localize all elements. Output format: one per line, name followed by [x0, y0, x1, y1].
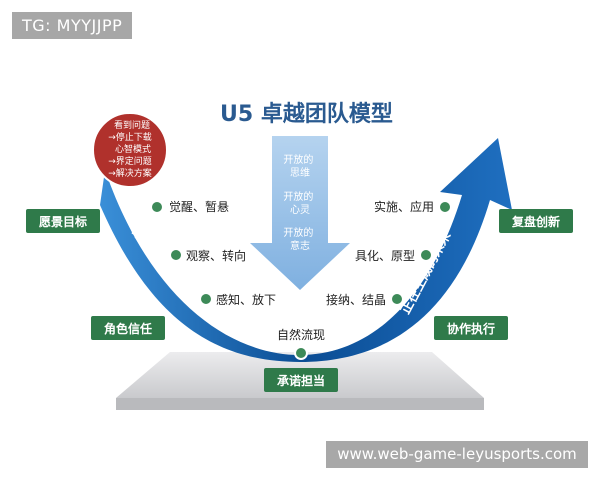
right-node-dot-1 — [438, 200, 452, 214]
right-node-dot-3 — [390, 292, 404, 306]
right-node-dot-2 — [419, 248, 433, 262]
circle-item-1: 看到问题 — [114, 119, 150, 131]
right-node-label-3: 接纳、结晶 — [326, 292, 386, 307]
left-node-dot-3 — [199, 292, 213, 306]
right-node-label-1: 实施、应用 — [374, 199, 434, 214]
circle-item-4: →界定问题 — [108, 155, 152, 167]
problem-circle — [92, 112, 168, 188]
collaborative-execution-label: 协作执行 — [447, 321, 495, 336]
bottom-node-label: 自然流现 — [277, 327, 325, 342]
open-mind-down-arrow — [250, 136, 350, 290]
vision-goal-box — [26, 209, 100, 233]
bottom-node-dot — [294, 346, 308, 360]
circle-item-2: →停止下载 — [108, 131, 152, 143]
commitment-label: 承诺担当 — [277, 373, 325, 388]
diagram-title: U5 卓越团队模型 — [220, 102, 393, 127]
watermark-tag: TG: MYYJJPP — [12, 12, 133, 39]
down-arrow-item-3: 开放的 意志 — [283, 226, 316, 252]
right-node-label-2: 具化、原型 — [355, 249, 415, 263]
role-trust-label: 角色信任 — [104, 321, 152, 336]
circle-item-5: →解决方案 — [108, 167, 152, 179]
down-arrow-item-1: 开放的 思维 — [283, 153, 316, 179]
watermark-url: www.web-game-leyusports.com — [326, 441, 588, 468]
down-arrow-item-2: 开放的 心灵 — [283, 190, 316, 216]
left-node-label-3: 感知、放下 — [216, 292, 276, 307]
review-innovation-label: 复盘创新 — [511, 214, 560, 229]
review-innovation-box — [499, 209, 573, 233]
left-node-dot-2 — [169, 248, 183, 262]
vision-goal-label: 愿景目标 — [39, 214, 87, 229]
collaborative-execution-box — [434, 316, 508, 340]
left-node-label-2: 观察、转向 — [186, 248, 246, 263]
left-node-dot-1 — [150, 200, 164, 214]
u-shaped-band — [100, 138, 512, 362]
left-node-label-1: 觉醒、暂悬 — [169, 200, 229, 214]
role-trust-box — [91, 316, 165, 340]
commitment-box — [264, 368, 338, 392]
circle-item-3: 心智模式 — [115, 143, 151, 155]
